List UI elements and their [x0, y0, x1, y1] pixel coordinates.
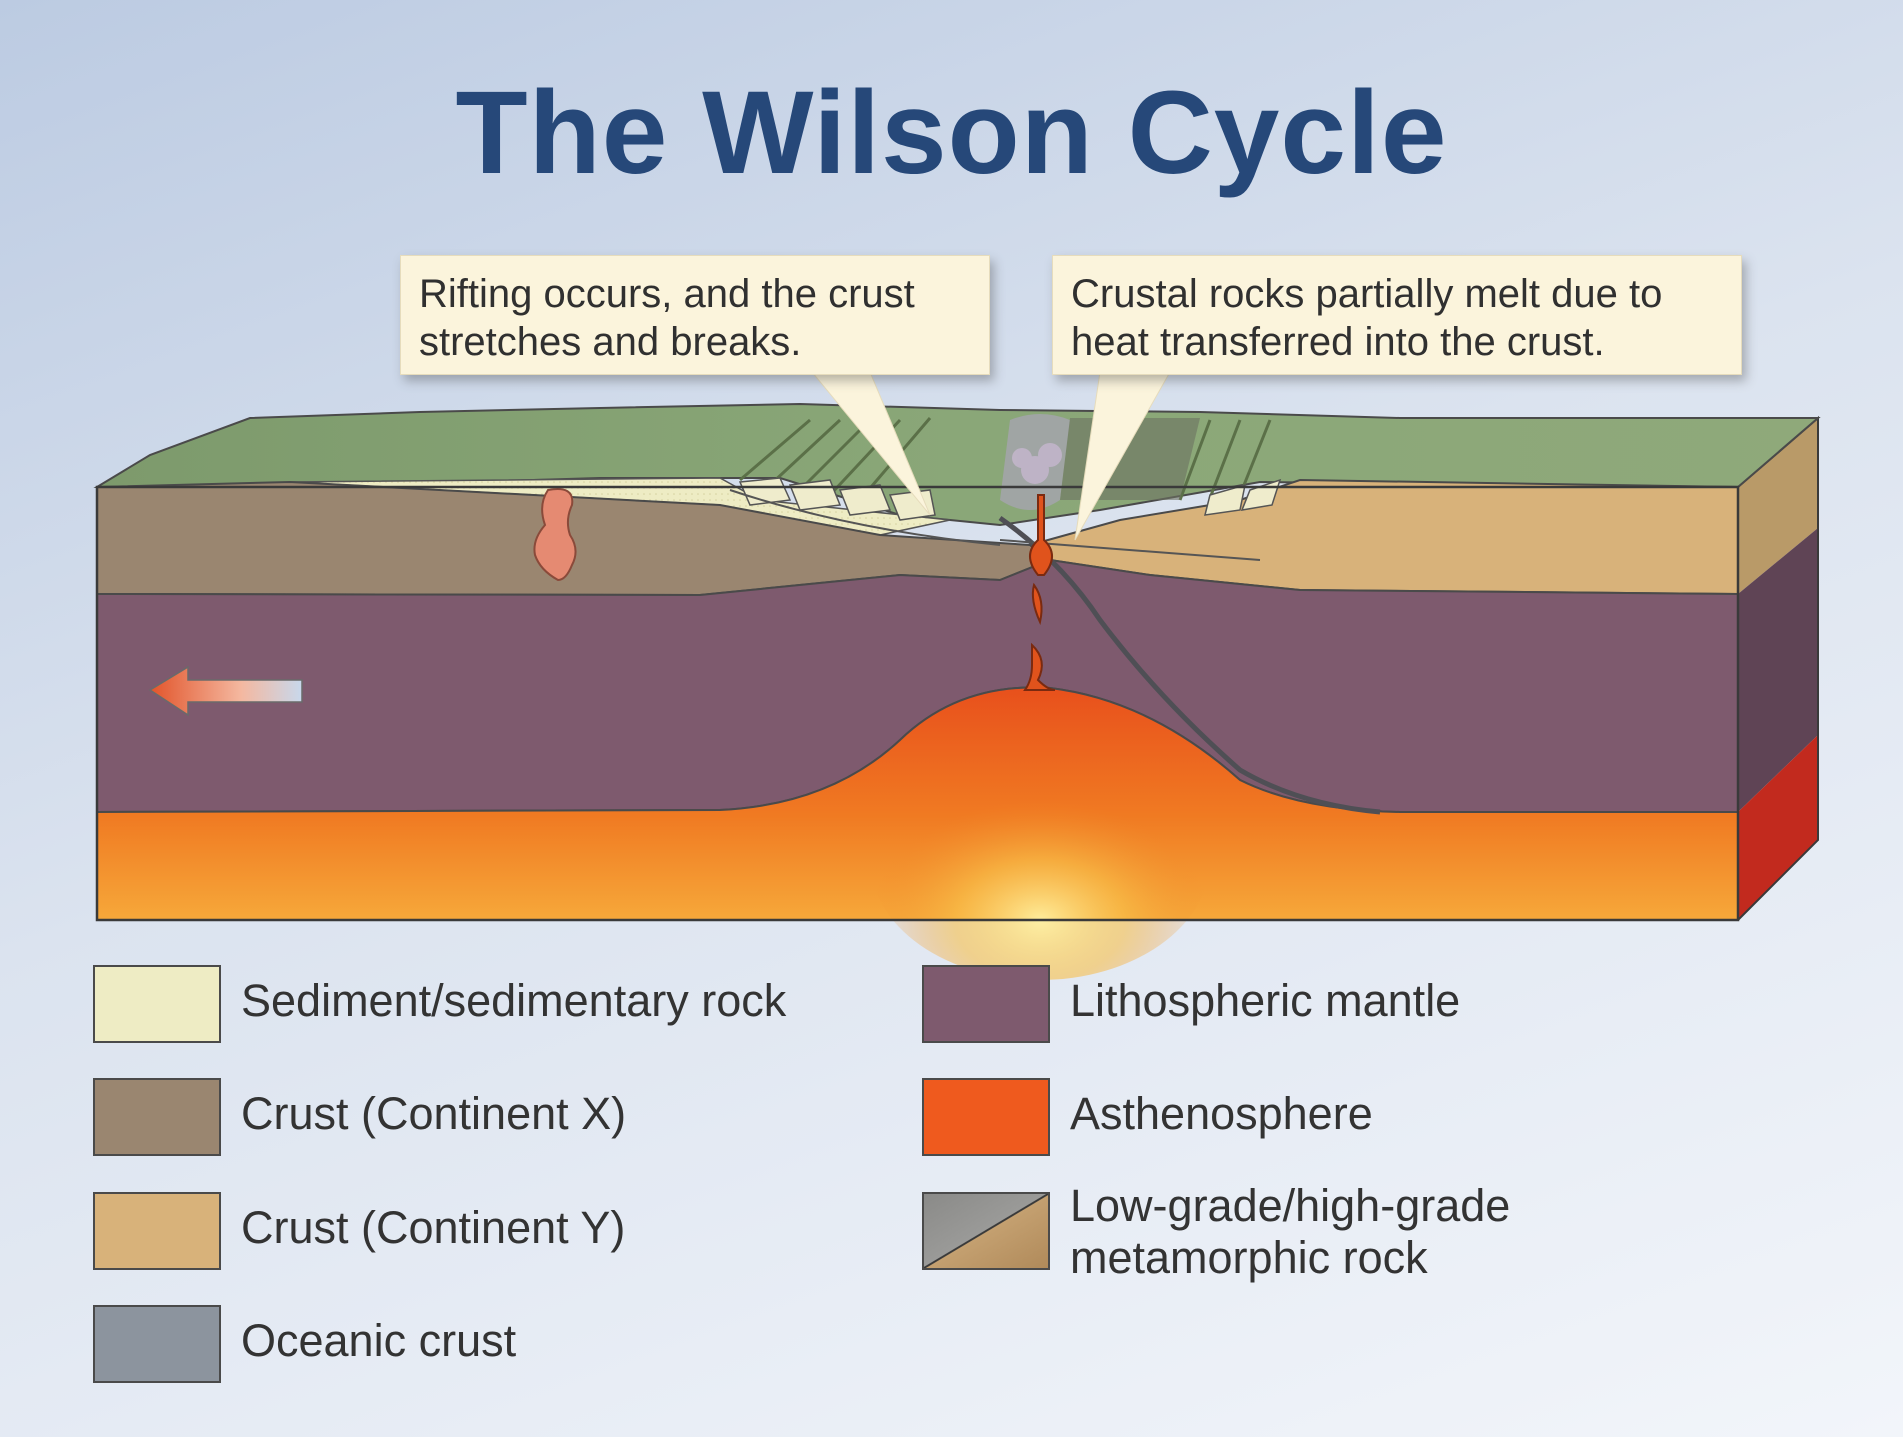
- asthenosphere-swatch: [922, 1078, 1050, 1156]
- magma-bodies: [1023, 494, 1056, 691]
- legend-label: Low-grade/high-grade metamorphic rock: [1070, 1180, 1511, 1283]
- page-title: The Wilson Cycle: [455, 67, 1448, 199]
- crustal-melt-pocket: [533, 488, 577, 582]
- legend-label: Crust (Continent Y): [241, 1202, 626, 1253]
- volcanic-plume: [1012, 443, 1062, 484]
- block-right-face: [1737, 415, 1819, 921]
- crust-y-swatch: [93, 1192, 221, 1270]
- sediment-swatch: [93, 965, 221, 1043]
- plate-motion-arrow-icon: [148, 665, 303, 717]
- legend-label: Oceanic crust: [241, 1315, 517, 1366]
- oceanic-crust-swatch: [93, 1305, 221, 1383]
- legend-label: Crust (Continent X): [241, 1088, 627, 1139]
- legend-label: Lithospheric mantle: [1070, 975, 1461, 1026]
- callout-crustal-melt: Crustal rocks partially melt due to heat…: [1052, 255, 1742, 375]
- metamorphic-rock-swatch: [922, 1192, 1050, 1270]
- heat-glow: [870, 740, 1210, 980]
- callout-rifting: Rifting occurs, and the crust stretches …: [400, 255, 990, 375]
- lithospheric-mantle-swatch: [922, 965, 1050, 1043]
- detachment-fault: [998, 515, 1381, 815]
- fault-splay-left: [729, 489, 1001, 546]
- legend-label: Asthenosphere: [1070, 1088, 1373, 1139]
- rift-fault-blocks: [738, 477, 1282, 521]
- legend-label: Sediment/sedimentary rock: [241, 975, 787, 1026]
- fault-splay: [999, 539, 1261, 561]
- crust-x-swatch: [93, 1078, 221, 1156]
